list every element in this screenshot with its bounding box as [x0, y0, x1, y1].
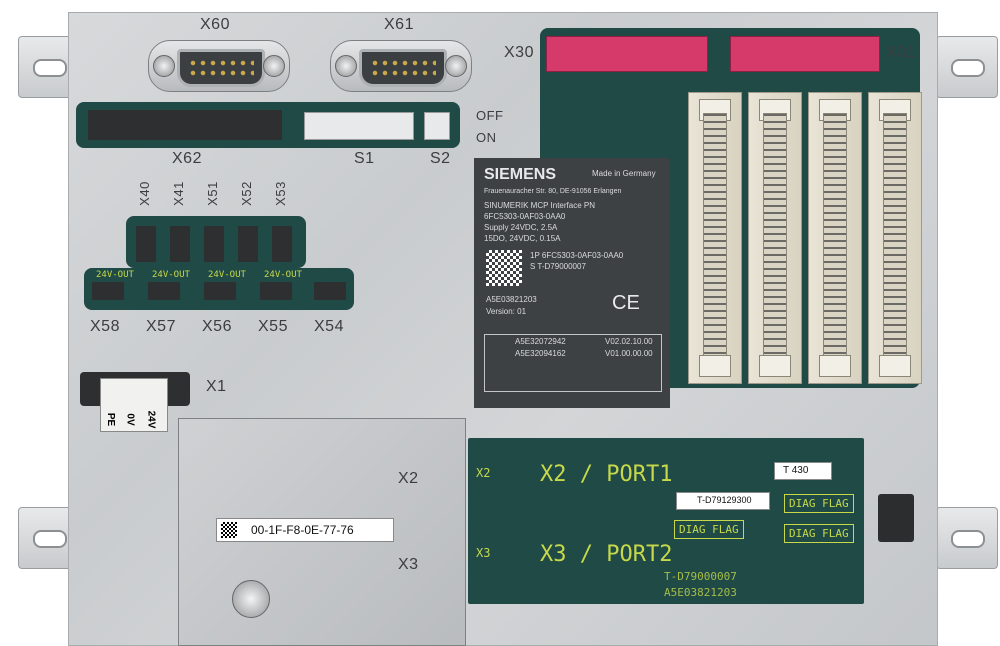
order-number: 6FC5303-0AF03-0AA0	[484, 212, 566, 221]
terminal-block-x62[interactable]	[88, 110, 282, 140]
port-label-x3: X3	[476, 546, 491, 560]
id-line-1p: 1P 6FC5303-0AF03-0AA0	[530, 251, 624, 260]
header-x51[interactable]	[204, 226, 224, 262]
out-label-3: 24V-OUT	[208, 270, 246, 280]
ribbon-connector-x12[interactable]	[748, 92, 802, 384]
header-x58[interactable]	[92, 282, 124, 300]
header-x54[interactable]	[314, 282, 346, 300]
dsub-connector-x61[interactable]	[330, 40, 472, 92]
ribbon-connector-x14[interactable]	[868, 92, 922, 384]
port-sticker-text: T-D79129300	[697, 495, 752, 505]
dip-switch-s1[interactable]	[304, 112, 414, 140]
id-line-s: S T-D79000007	[530, 262, 586, 271]
mac-address: 00-1F-F8-0E-77-76	[251, 523, 354, 537]
version: Version: 01	[486, 307, 527, 316]
ribbon-connector-x11[interactable]	[688, 92, 742, 384]
connector-label-x31: X31	[886, 44, 916, 61]
header-x56[interactable]	[204, 282, 236, 300]
header-x52[interactable]	[238, 226, 258, 262]
terminal-pin-24v: 24V	[145, 410, 157, 429]
shield-label-x2: X2	[398, 470, 419, 487]
switch-on-label: ON	[476, 130, 497, 145]
connector-label-x60: X60	[200, 16, 230, 33]
address: Frauenauracher Str. 80, DE-91056 Erlange…	[484, 188, 622, 195]
port-tag-text: T 430	[783, 465, 809, 476]
ground-screw	[232, 580, 270, 618]
connector-label-x30: X30	[504, 44, 534, 61]
connector-label-x51: X51	[204, 181, 220, 206]
table-row-2-ver: V01.00.00.00	[605, 349, 653, 358]
header-x57[interactable]	[148, 282, 180, 300]
out-label-4: 24V-OUT	[264, 270, 302, 280]
connector-label-x41: X41	[170, 181, 186, 206]
connector-label-x57: X57	[146, 318, 176, 335]
connector-label-x58: X58	[90, 318, 120, 335]
serial-number: A5E03821203	[486, 295, 537, 304]
red-header-x31[interactable]	[730, 36, 880, 72]
ribbon-connector-x13[interactable]	[808, 92, 862, 384]
switch-off-label: OFF	[476, 108, 504, 123]
mounting-tab	[936, 507, 998, 569]
ce-mark: CE	[612, 292, 640, 314]
output-rating: 15DO, 24VDC, 0.15A	[484, 234, 561, 243]
connector-label-x52: X52	[238, 181, 254, 206]
out-label-2: 24V-OUT	[152, 270, 190, 280]
made-in: Made in Germany	[592, 169, 656, 178]
connector-label-x55: X55	[258, 318, 288, 335]
header-x53[interactable]	[272, 226, 292, 262]
terminal-pin-0v: 0V	[124, 413, 136, 426]
connector-label-x61: X61	[384, 16, 414, 33]
connector-label-x54: X54	[314, 318, 344, 335]
connector-label-x56: X56	[202, 318, 232, 335]
port2-label: X3 / PORT2	[540, 542, 673, 567]
dip-switch-s2[interactable]	[424, 112, 450, 140]
port1-label: X2 / PORT1	[540, 462, 673, 487]
mac-qr-icon	[221, 522, 237, 538]
led-block	[878, 494, 914, 542]
supply-rating: Supply 24VDC, 2.5A	[484, 223, 558, 232]
mounting-tab	[936, 36, 998, 98]
out-label-1: 24V-OUT	[96, 270, 134, 280]
port-sticker: T-D79129300	[676, 492, 770, 510]
connector-label-x62: X62	[172, 150, 202, 167]
qr-code	[486, 250, 522, 286]
port-serial: T-D79000007	[664, 570, 737, 583]
header-x40[interactable]	[136, 226, 156, 262]
port-label-x2: X2	[476, 466, 491, 480]
table-row-1-id: A5E32072942	[515, 337, 566, 346]
port-tag: T 430	[774, 462, 832, 480]
switch-label-s2: S2	[430, 150, 451, 167]
product-name: SINUMERIK MCP Interface PN	[484, 201, 595, 210]
header-x55[interactable]	[260, 282, 292, 300]
connector-label-x40: X40	[136, 181, 152, 206]
terminal-pin-pe: PE	[105, 412, 117, 427]
dsub-connector-x60[interactable]	[148, 40, 290, 92]
version-table: A5E32072942 V02.02.10.00 A5E32094162 V01…	[484, 334, 662, 392]
mac-address-label: 00-1F-F8-0E-77-76	[216, 518, 394, 542]
diag-flag-2: DIAG FLAG	[784, 494, 854, 513]
table-row-2-id: A5E32094162	[515, 349, 566, 358]
terminal-plug	[100, 378, 168, 432]
connector-label-x53: X53	[272, 181, 288, 206]
red-header-x30[interactable]	[546, 36, 708, 72]
header-x41[interactable]	[170, 226, 190, 262]
product-label: SIEMENS Made in Germany Frauenauracher S…	[474, 158, 670, 408]
table-row-1-ver: V02.02.10.00	[605, 337, 653, 346]
brand-logo: SIEMENS	[484, 166, 557, 183]
diag-flag-3: DIAG FLAG	[784, 524, 854, 543]
port-asm: A5E03821203	[664, 586, 737, 599]
diag-flag-1: DIAG FLAG	[674, 520, 744, 539]
shield-label-x3: X3	[398, 556, 419, 573]
connector-label-x1: X1	[206, 378, 227, 395]
switch-label-s1: S1	[354, 150, 375, 167]
